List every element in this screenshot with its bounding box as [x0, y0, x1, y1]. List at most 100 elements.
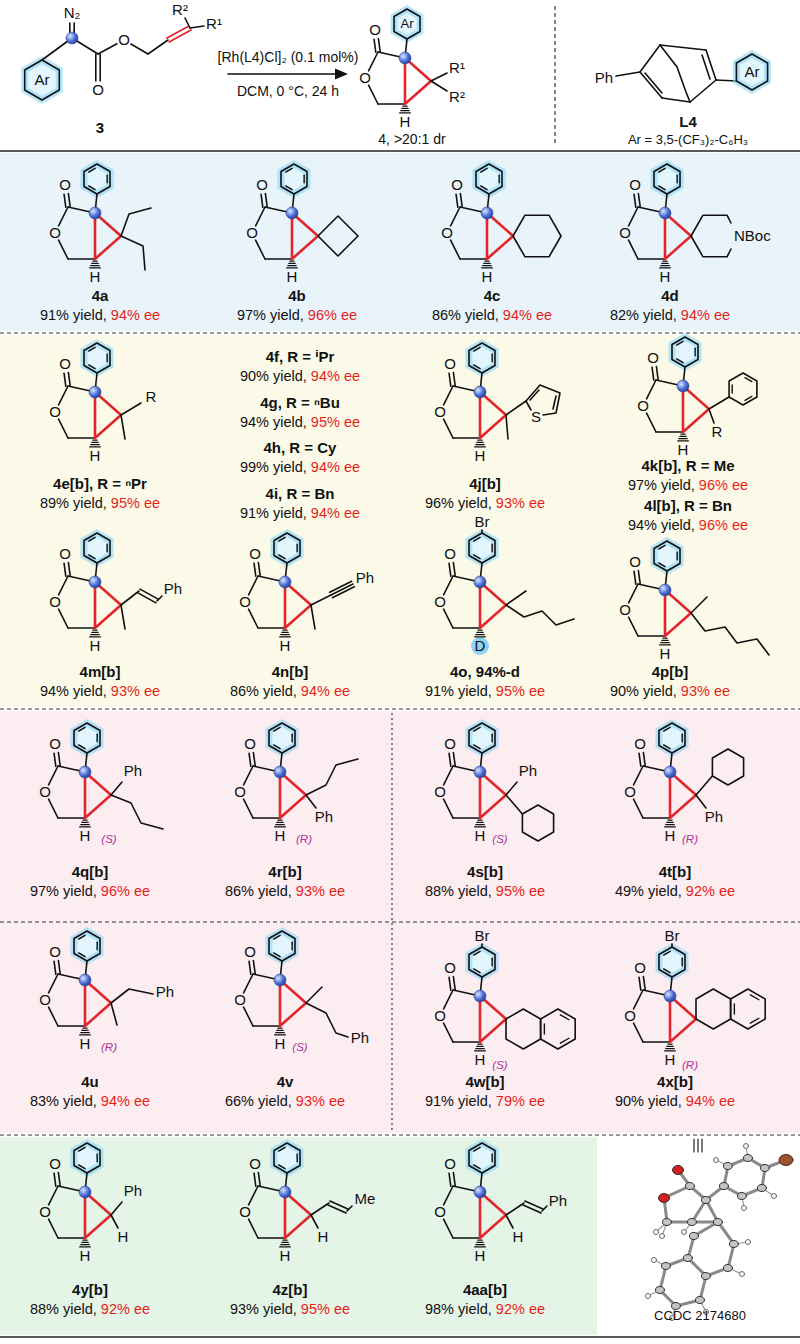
product-label: 4, >20:1 dr	[378, 132, 445, 147]
atom-label: O	[634, 736, 646, 753]
bond-line	[629, 240, 638, 259]
aryl-highlight	[84, 343, 110, 373]
bond-line	[265, 194, 267, 207]
atom-label: H	[280, 638, 291, 655]
bond-line	[111, 1202, 122, 1215]
bond-line	[476, 824, 485, 825]
aryl-highlight	[672, 337, 698, 367]
bond-line	[59, 419, 68, 438]
bond-line	[49, 1007, 58, 1026]
bond-line	[289, 263, 295, 264]
bond-line	[290, 261, 294, 262]
atom-label: O	[49, 404, 61, 421]
ring-bond	[659, 723, 685, 753]
bond-line	[98, 44, 117, 54]
bond-line	[542, 1206, 547, 1211]
cyclopropane-ring	[95, 392, 121, 438]
yield-line: 91% yield,79% ee	[425, 1094, 545, 1110]
bond-line	[491, 958, 492, 965]
ee-value: 95% ee	[301, 1301, 350, 1317]
yield-text: 94% yield,	[40, 683, 107, 699]
bond-line	[431, 73, 447, 81]
atom-label: Ph	[351, 1030, 369, 1047]
bond-line	[96, 1154, 97, 1161]
structure-layer	[0, 153, 800, 331]
bond-line	[477, 1242, 483, 1243]
atom-label: O	[444, 736, 456, 753]
ring-bond	[84, 343, 110, 373]
bond-line	[634, 799, 643, 818]
bond-line	[506, 1215, 513, 1228]
bond-line	[662, 263, 668, 264]
bond-line	[449, 753, 451, 766]
bond-line	[709, 409, 714, 423]
bond-line	[453, 977, 455, 990]
bond-line	[444, 576, 453, 595]
bond-line	[283, 630, 287, 631]
compound-label: 4v	[277, 1074, 294, 1091]
bond-line	[681, 434, 685, 435]
bond-line	[477, 442, 483, 443]
bond-line	[668, 820, 672, 821]
bond-line	[474, 365, 480, 369]
atom-label: H	[513, 1229, 524, 1246]
cyclopropane-ring	[285, 582, 311, 628]
bond-line	[474, 347, 480, 351]
atom-label: O	[249, 1156, 261, 1173]
yield-line: 66% yield,93% ee	[225, 1094, 345, 1110]
cyclopropane-ring	[670, 772, 696, 818]
bond-line	[131, 44, 148, 54]
crystal-atom	[646, 1294, 651, 1299]
aryl-highlight	[281, 164, 307, 194]
stereocenter-ball	[474, 990, 486, 1002]
stereocenter-ball	[474, 1186, 486, 1198]
bond-line	[58, 753, 60, 766]
equivalence-mark	[697, 1139, 698, 1152]
bond-line	[691, 613, 769, 655]
compound-label: 4q[b]	[72, 864, 109, 881]
compound-label: 4f, R = ⁱPr	[266, 349, 335, 366]
yield-line: 86% yield,94% ee	[230, 684, 350, 700]
ring-bond	[696, 989, 731, 1029]
crystal-atom	[688, 1219, 697, 1226]
bond-line	[451, 207, 460, 226]
bond-line	[106, 175, 107, 182]
bond-line	[449, 373, 451, 386]
bond-line	[477, 822, 483, 823]
bond-line	[544, 1024, 545, 1034]
bond-line	[79, 953, 85, 957]
ring-bond	[25, 60, 60, 100]
bond-line	[79, 727, 85, 731]
crystal-atom	[724, 1265, 733, 1272]
cyclopropane-ring	[480, 996, 506, 1042]
ee-value: 94% ee	[311, 459, 360, 475]
bond-line	[745, 378, 752, 382]
yield-text: 94% yield,	[240, 414, 307, 430]
crystal-atom	[686, 1183, 695, 1190]
bond-line	[59, 207, 68, 226]
bond-line	[89, 347, 95, 351]
atom-label: O	[256, 177, 268, 194]
bond-line	[664, 969, 670, 973]
bond-line	[81, 1032, 90, 1033]
crystal-atom	[714, 1219, 723, 1226]
atom-label: O	[624, 1008, 636, 1025]
atom-label: H	[80, 828, 91, 845]
bond-line	[643, 977, 645, 990]
bond-line	[667, 1046, 673, 1047]
bond-line	[49, 799, 58, 818]
atom-label: O	[444, 960, 456, 977]
bond-line	[444, 990, 453, 1009]
bond-line	[281, 1244, 290, 1245]
bond-line	[491, 354, 492, 361]
bond-line	[89, 365, 95, 369]
atom-label: H	[318, 1229, 329, 1246]
stereo-label: (S)	[292, 1041, 307, 1054]
yield-text: 91% yield,	[240, 505, 307, 521]
atom-label: O	[434, 784, 446, 801]
bond-line	[481, 168, 487, 172]
bond-line	[506, 591, 526, 605]
ring-bond	[84, 533, 110, 563]
bond-line	[664, 727, 670, 731]
bond-line	[79, 1147, 85, 1151]
